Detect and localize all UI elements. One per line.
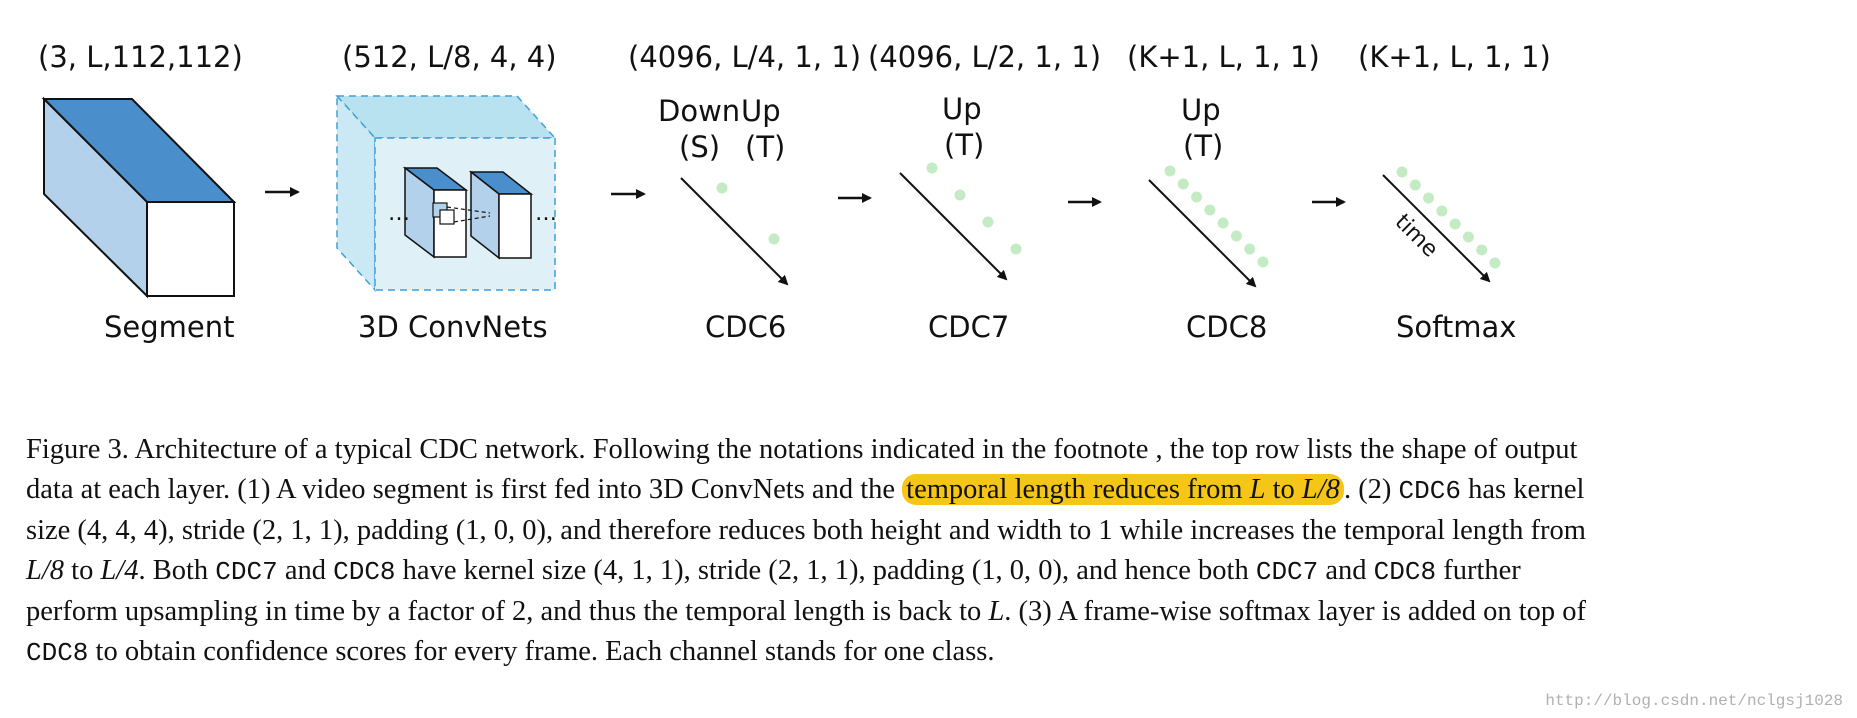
caption-text: has kernel <box>1460 473 1585 505</box>
cdc8-stage: Up (T) <box>1148 93 1269 288</box>
time-label: time <box>1390 210 1443 263</box>
math-L8: L/8 <box>1301 473 1340 505</box>
op-t: (T) <box>745 130 785 164</box>
layer-label-cdc8: CDC8 <box>1186 310 1267 344</box>
op-up: Up <box>741 94 781 128</box>
math-L: L <box>988 596 1005 627</box>
op-t: (T) <box>1183 129 1223 163</box>
frame-dot <box>1244 243 1256 255</box>
caption-text: temporal length reduces from <box>906 473 1250 505</box>
layer-label-segment: Segment <box>104 310 235 344</box>
code-cdc7: CDC7 <box>215 556 278 587</box>
layer-label-cdc7: CDC7 <box>928 310 1009 344</box>
code-cdc6: CDC6 <box>1398 475 1461 506</box>
layer-label-convnets: 3D ConvNets <box>358 310 548 344</box>
shape-label-softmax: (K+1, L, 1, 1) <box>1358 40 1551 74</box>
caption-text: . Both <box>138 554 216 586</box>
frame-dots-cdc6 <box>716 182 780 245</box>
frame-dot <box>1423 192 1435 204</box>
frame-dot <box>1191 191 1203 203</box>
figure-caption: Figure 3. Architecture of a typical CDC … <box>26 430 1826 673</box>
shape-label-convnets: (512, L/8, 4, 4) <box>342 40 557 74</box>
frame-dot <box>1164 165 1176 177</box>
frame-dots-cdc8 <box>1164 165 1269 268</box>
caption-text: . (3) A frame-wise softmax layer is adde… <box>1004 596 1587 627</box>
caption-line-1: Figure 3. Architecture of a typical CDC … <box>26 430 1826 470</box>
frame-dot <box>1409 179 1421 191</box>
caption-text: to <box>64 554 101 586</box>
time-axis-softmax <box>1382 174 1491 283</box>
frame-dot <box>1177 178 1189 190</box>
shape-label-cdc8: (K+1, L, 1, 1) <box>1127 40 1320 74</box>
time-axis-cdc6 <box>680 177 789 286</box>
frame-dot <box>982 216 994 228</box>
caption-text: to obtain confidence scores for every fr… <box>88 635 995 667</box>
caption-text: Figure 3. Architecture of a typical CDC … <box>26 434 1578 465</box>
op-s: (S) <box>679 130 720 164</box>
architecture-diagram: (3, L,112,112) (512, L/8, 4, 4) (4096, L… <box>38 40 1551 344</box>
code-cdc8: CDC8 <box>1373 556 1437 587</box>
caption-line-6: CDC8 to obtain confidence scores for eve… <box>26 632 1826 674</box>
caption-text: data at each layer. (1) A video segment … <box>26 473 903 505</box>
caption-line-3: size (4, 4, 4), stride (2, 1, 1), paddin… <box>26 511 1826 551</box>
frame-dot <box>1230 230 1242 242</box>
caption-text: to <box>1265 473 1302 505</box>
frame-dot <box>1396 166 1408 178</box>
ellipsis-right: … <box>535 201 557 226</box>
code-cdc8: CDC8 <box>333 556 396 587</box>
frame-dot <box>954 189 966 201</box>
op-up: Up <box>1181 93 1221 127</box>
shape-label-segment: (3, L,112,112) <box>38 40 243 74</box>
frame-dot <box>1436 205 1448 217</box>
frame-dot <box>1010 243 1022 255</box>
op-down: Down <box>658 94 740 128</box>
cdc7-stage: Up (T) <box>899 92 1022 281</box>
frame-dots-cdc7 <box>926 162 1022 255</box>
segment-cuboid <box>41 96 237 299</box>
frame-dot <box>1257 256 1269 268</box>
math-L8: L/8 <box>26 554 65 586</box>
caption-text: and <box>1318 554 1374 586</box>
frame-dots-softmax <box>1396 166 1501 269</box>
ellipsis-left: … <box>388 201 410 226</box>
caption-text: perform upsampling in time by a factor o… <box>26 596 989 627</box>
math-L: L <box>1249 473 1266 505</box>
caption-line-2: data at each layer. (1) A video segment … <box>26 470 1826 512</box>
layer-label-softmax: Softmax <box>1396 310 1516 344</box>
frame-dot <box>1476 244 1488 256</box>
time-axis-cdc7 <box>899 172 1008 281</box>
op-up: Up <box>942 92 982 126</box>
frame-dot <box>1217 217 1229 229</box>
code-cdc8: CDC8 <box>26 637 89 668</box>
frame-dot <box>1462 231 1474 243</box>
frame-dot <box>926 162 938 174</box>
softmax-stage: time <box>1382 166 1501 283</box>
caption-text: and <box>277 554 334 586</box>
shape-label-cdc6: (4096, L/4, 1, 1) <box>628 40 861 74</box>
caption-text: have kernel size (4, 1, 1), stride (2, 1… <box>395 554 1256 586</box>
frame-dot <box>1489 257 1501 269</box>
caption-text: further <box>1436 554 1521 586</box>
frame-dot <box>1449 218 1461 230</box>
math-L4: L/4 <box>100 554 139 586</box>
caption-highlight: temporal length reduces from L to L/8 <box>902 473 1344 505</box>
frame-dot <box>716 182 728 194</box>
time-axis-cdc8 <box>1148 179 1257 288</box>
layer-label-cdc6: CDC6 <box>705 310 786 344</box>
caption-line-5: perform upsampling in time by a factor o… <box>26 592 1826 632</box>
caption-line-4: L/8 to L/4. Both CDC7 and CDC8 have kern… <box>26 551 1826 593</box>
cdc6-stage: Down Up (S) (T) <box>658 94 789 286</box>
frame-dot <box>1204 204 1216 216</box>
caption-text: . (2) <box>1343 473 1399 505</box>
code-cdc7: CDC7 <box>1255 556 1319 587</box>
watermark: http://blog.csdn.net/nclgsj1028 <box>1545 692 1843 710</box>
shape-label-cdc7: (4096, L/2, 1, 1) <box>868 40 1101 74</box>
caption-text: size (4, 4, 4), stride (2, 1, 1), paddin… <box>26 515 1586 546</box>
convnets-block: … … <box>335 94 557 292</box>
op-t: (T) <box>944 128 984 162</box>
frame-dot <box>768 233 780 245</box>
